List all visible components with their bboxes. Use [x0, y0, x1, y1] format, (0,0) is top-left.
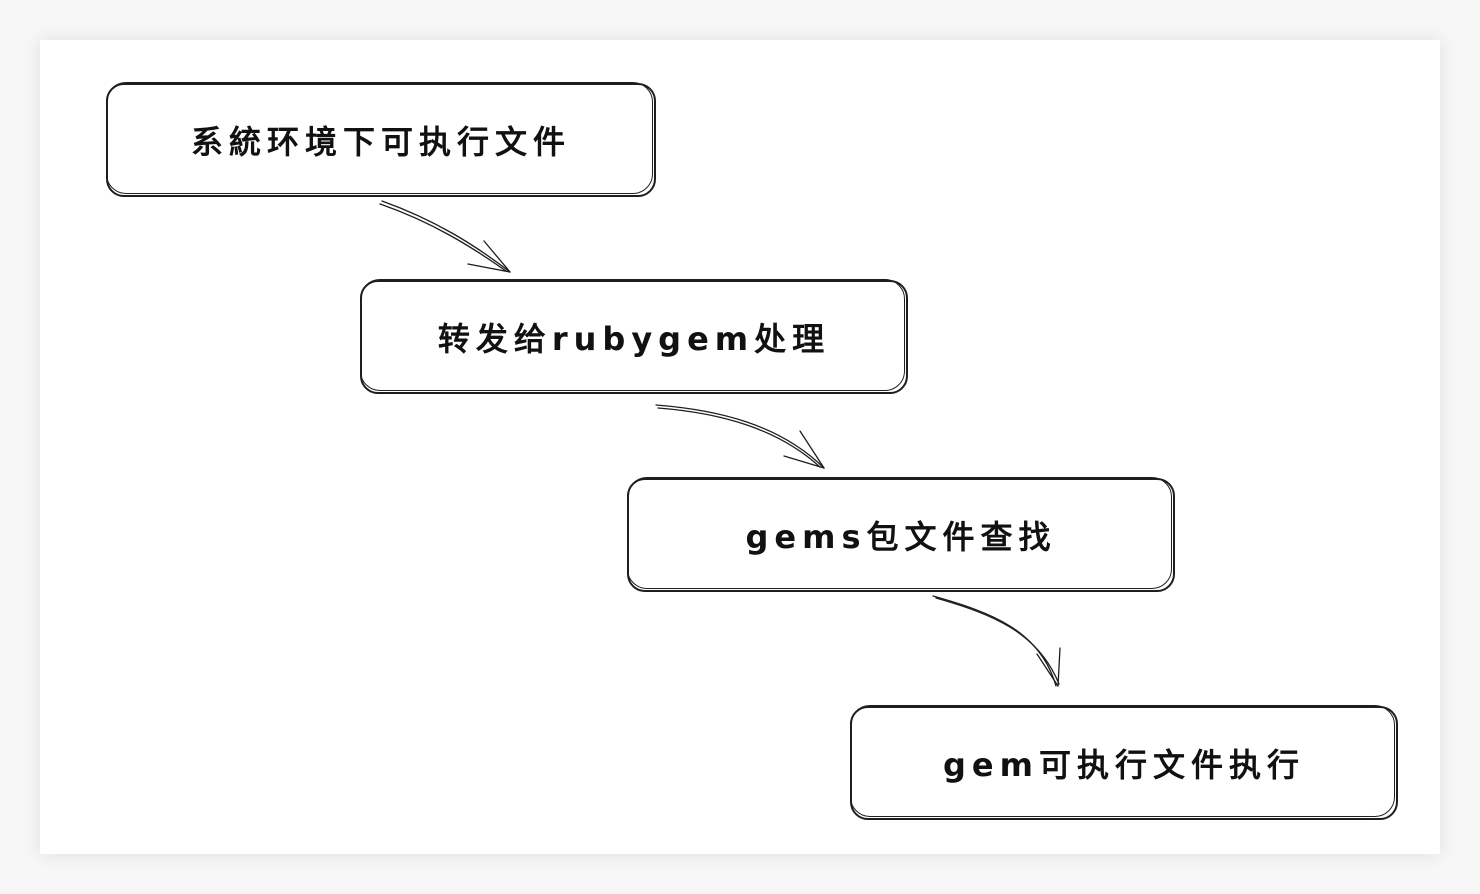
arrow-n2-to-n3: [655, 404, 825, 469]
node-label: gems包文件查找: [745, 518, 1057, 556]
flow-arrows: [379, 200, 1061, 687]
flow-node-forward-rubygem: 转发给rubygem处理: [360, 279, 908, 394]
arrow-n1-to-n2: [379, 200, 511, 273]
node-label: 系統环境下可执行文件: [190, 123, 571, 161]
diagram-canvas: 系統环境下可执行文件 转发给rubygem处理 gems包文件查找 gem可执行…: [40, 40, 1440, 854]
flow-node-gems-lookup: gems包文件查找: [627, 477, 1175, 592]
node-label: 转发给rubygem处理: [437, 320, 831, 358]
flow-node-gem-execute: gem可执行文件执行: [850, 705, 1398, 820]
flow-node-system-executable: 系統环境下可执行文件: [106, 82, 656, 197]
arrow-n3-to-n4: [932, 595, 1061, 687]
node-label: gem可执行文件执行: [943, 746, 1305, 784]
